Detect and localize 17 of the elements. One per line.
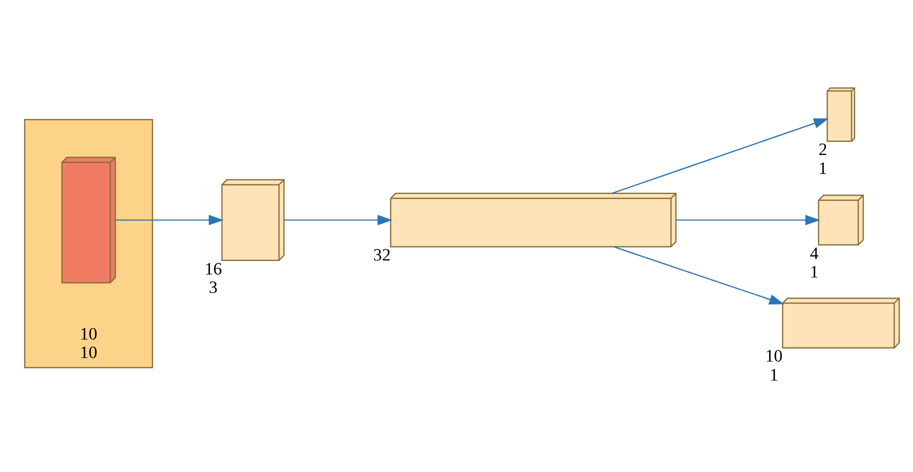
arrow <box>676 214 820 225</box>
node-label: 10 <box>764 346 782 366</box>
node-label: 1 <box>818 158 827 178</box>
node-label: 2 <box>818 140 827 159</box>
node-label: 4 <box>809 243 818 262</box>
node-label: 1 <box>809 262 818 281</box>
arrow <box>613 246 784 304</box>
arrow <box>284 214 392 225</box>
arrow <box>611 118 828 194</box>
arrow <box>115 214 224 225</box>
node-label: 3 <box>208 277 218 296</box>
node-label: 10 <box>79 342 97 362</box>
node-label: 16 <box>204 258 222 278</box>
cluster <box>24 118 153 368</box>
node-label: 32 <box>372 245 390 264</box>
node-label: 1 <box>769 364 778 384</box>
node-label: 10 <box>79 324 97 343</box>
